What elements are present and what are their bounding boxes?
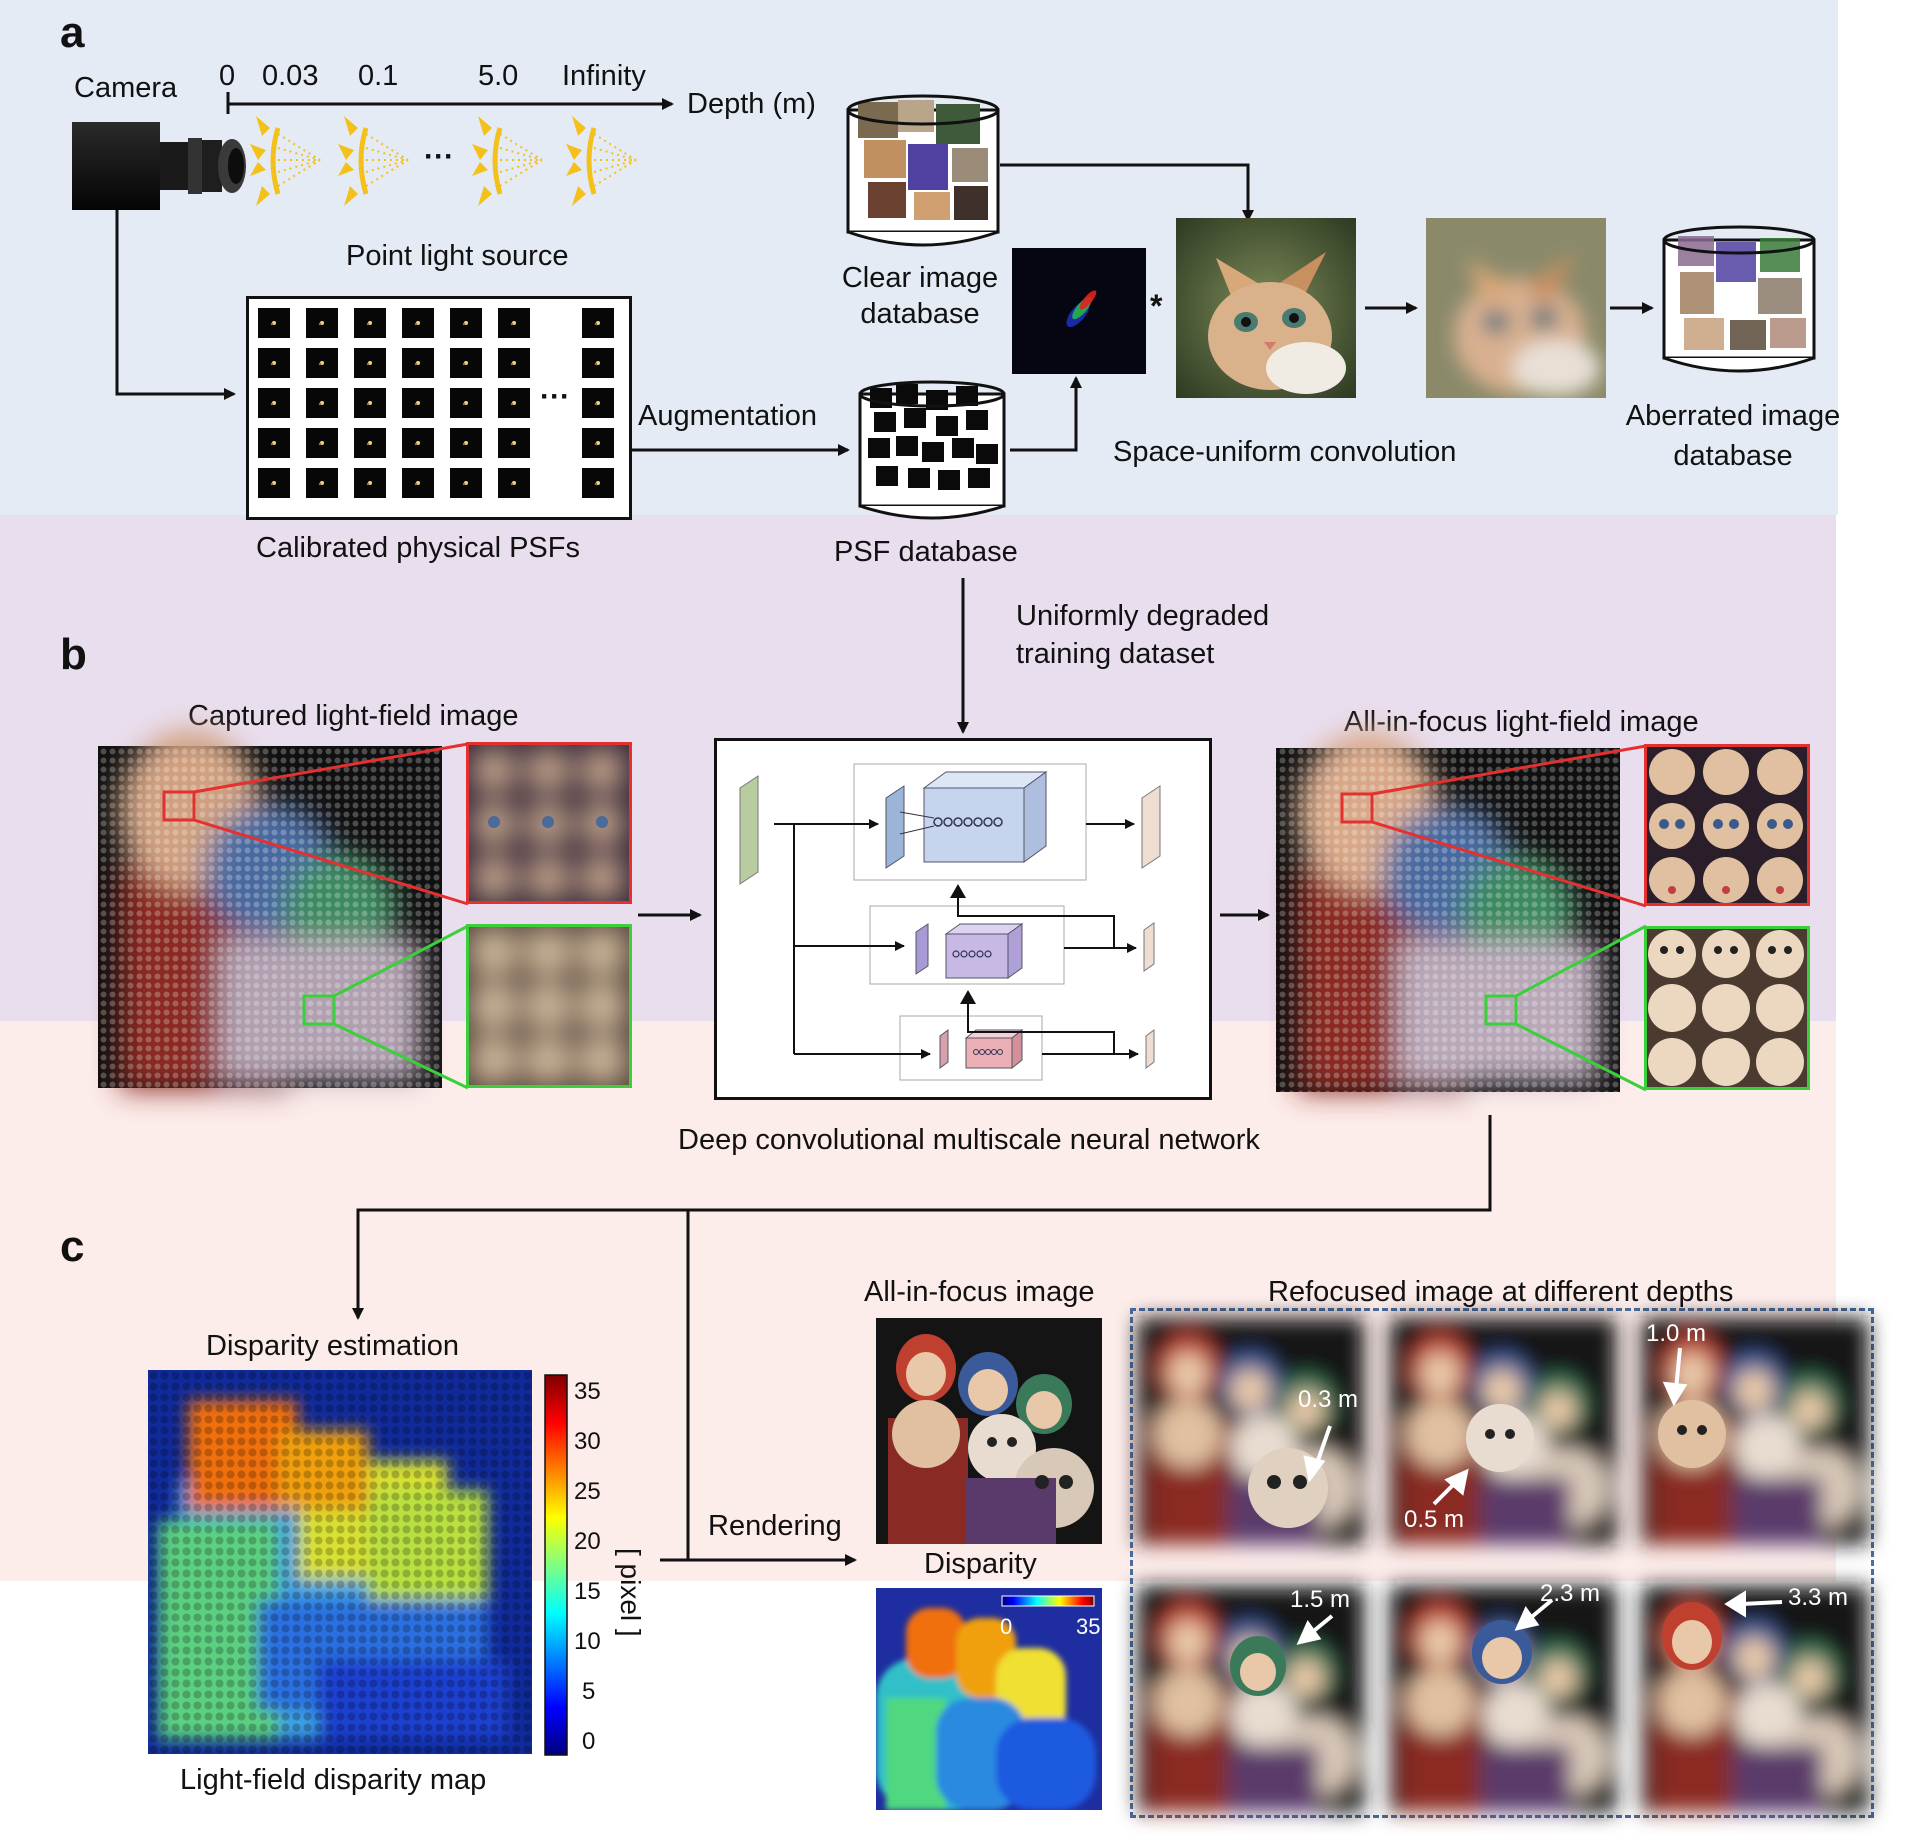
depth-tick: 5.0	[478, 60, 519, 92]
depth-tick: 0	[219, 60, 236, 92]
lf-disparity-map	[148, 1370, 532, 1754]
panel-c-letter: c	[60, 1222, 85, 1271]
disparity-inset-tick: 35	[1076, 1614, 1101, 1639]
disparity-inset-tick: 0	[1000, 1614, 1013, 1639]
space-uniform-conv-label: Space-uniform convolution	[1113, 436, 1457, 468]
aif-lf-label: All-in-focus light-field image	[1344, 706, 1699, 738]
aif-image	[876, 1318, 1102, 1544]
psf-database-cylinder	[858, 380, 1006, 520]
refocused-label: Refocused image at different depths	[1268, 1276, 1734, 1308]
refocus-depth-label: 3.3 m	[1788, 1584, 1849, 1611]
depth-tick: 0.03	[262, 60, 319, 92]
ellipsis-psf: ···	[540, 380, 570, 413]
clear-db-label-line2: database	[860, 298, 980, 330]
depth-axis-label: Depth (m)	[687, 88, 816, 120]
ellipsis-sources: ···	[424, 140, 454, 173]
camera-illustration	[72, 122, 246, 210]
colorbar-tick: 15	[574, 1578, 601, 1605]
colorbar-tick: 20	[574, 1528, 601, 1555]
aberrated-image-database-cylinder	[1662, 225, 1816, 373]
calibrated-psfs-label: Calibrated physical PSFs	[256, 532, 580, 564]
colorbar-tick: 35	[574, 1378, 601, 1405]
clear-cat-image	[1176, 218, 1356, 398]
panel-b-letter: b	[60, 630, 87, 679]
refocus-depth-label: 1.5 m	[1290, 1586, 1351, 1613]
aberrated-db-label-line2: database	[1673, 440, 1793, 472]
rendering-label: Rendering	[708, 1510, 842, 1542]
clear-image-database-cylinder	[846, 94, 1000, 247]
camera-label: Camera	[74, 72, 178, 104]
refocus-depth-label: 0.5 m	[1404, 1506, 1465, 1533]
panel-a-letter: a	[60, 8, 85, 57]
disparity-estimation-label: Disparity estimation	[206, 1330, 460, 1362]
colorbar-tick: 25	[574, 1478, 601, 1505]
lf-disparity-map-label: Light-field disparity map	[180, 1764, 487, 1796]
refocus-depth-label: 0.3 m	[1298, 1386, 1359, 1413]
aberrated-cat-image	[1426, 218, 1606, 398]
disparity-image	[876, 1588, 1102, 1810]
captured-zoom-red	[466, 742, 632, 904]
captured-zoom-green	[466, 924, 632, 1088]
depth-tick: 0.1	[358, 60, 399, 92]
refocus-depth-label: 2.3 m	[1540, 1580, 1601, 1607]
refocus-3-3m	[1642, 1586, 1868, 1812]
aberrated-db-label-line1: Aberrated image	[1625, 400, 1841, 432]
aif-image-label: All-in-focus image	[864, 1276, 1095, 1308]
colorbar-tick: 30	[574, 1428, 601, 1455]
refocus-2-3m	[1390, 1586, 1616, 1812]
refocused-images-frame	[1130, 1308, 1874, 1818]
psf-database-label: PSF database	[834, 536, 1018, 568]
aif-zoom-red	[1644, 744, 1810, 906]
clear-db-label-line1: Clear image	[841, 262, 999, 294]
disparity-label: Disparity	[924, 1548, 1037, 1580]
point-light-sources	[250, 110, 648, 214]
colorbar-tick: 0	[582, 1728, 596, 1755]
refocus-0-5m	[1390, 1318, 1616, 1544]
captured-lf-label: Captured light-field image	[188, 700, 519, 732]
colorbar-tick: 5	[582, 1678, 596, 1705]
disparity-colorbar	[544, 1374, 568, 1756]
training-dataset-label-line1: Uniformly degraded	[1016, 600, 1270, 632]
blur-kernel-image	[1012, 248, 1146, 374]
training-dataset-label-line2: training dataset	[1016, 638, 1215, 670]
refocus-1-0m	[1642, 1318, 1868, 1544]
convolution-symbol: *	[1150, 288, 1163, 324]
refocus-depth-label: 1.0 m	[1646, 1320, 1707, 1347]
network-label: Deep convolutional multiscale neural net…	[678, 1124, 1260, 1156]
refocus-1-5m	[1138, 1586, 1364, 1812]
augmentation-label: Augmentation	[638, 400, 817, 432]
multiscale-network-diagram	[714, 738, 1212, 1100]
aif-zoom-green	[1644, 926, 1810, 1090]
colorbar-tick: 10	[574, 1628, 601, 1655]
point-light-label: Point light source	[346, 240, 569, 272]
depth-tick: Infinity	[562, 60, 646, 92]
